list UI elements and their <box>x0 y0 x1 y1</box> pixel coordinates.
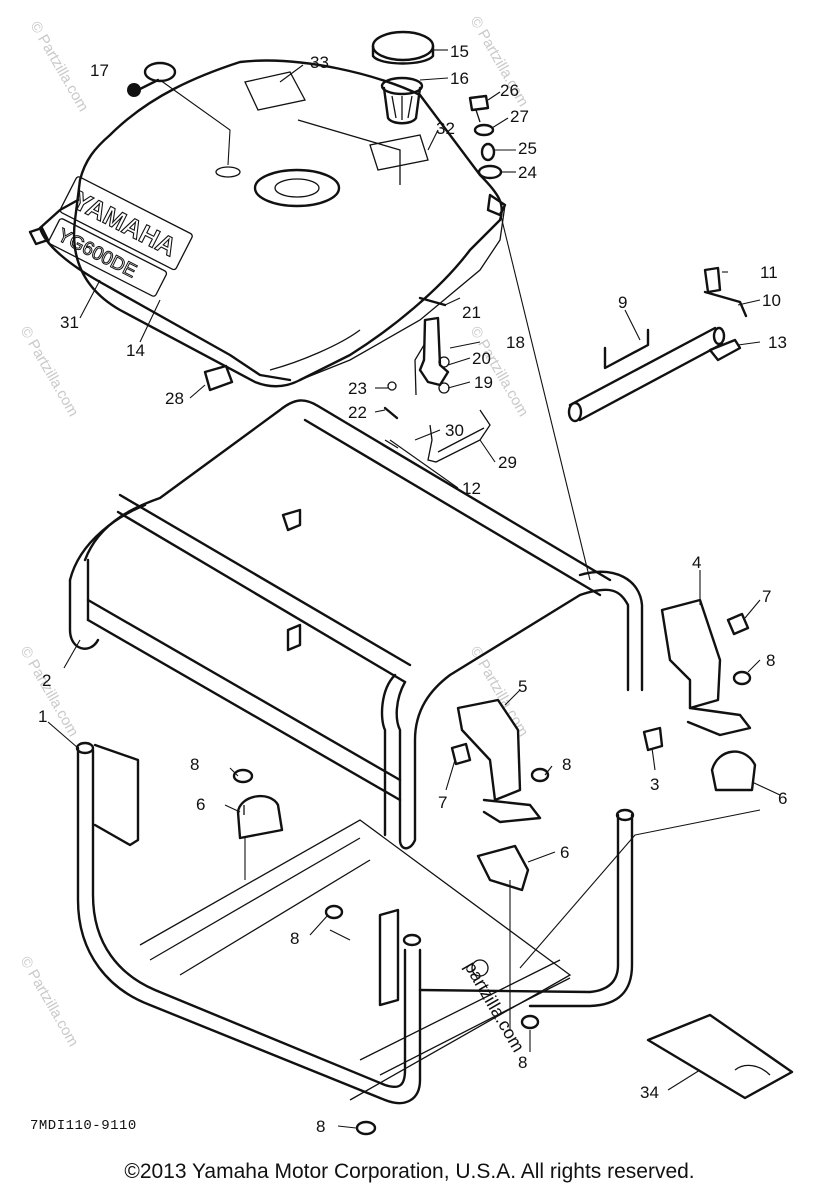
drawing-code: 7MDI110-9110 <box>30 1118 137 1134</box>
callout-7: 7 <box>762 587 771 606</box>
watermark: © Partzilla.com <box>17 954 82 1050</box>
fuel-strainer <box>380 76 424 125</box>
callout-9: 9 <box>618 293 627 312</box>
callout-32: 32 <box>436 119 455 138</box>
callout-2: 2 <box>42 671 51 690</box>
bolts <box>450 612 750 766</box>
engine-bracket-5 <box>456 698 542 824</box>
callout-8: 8 <box>766 651 775 670</box>
callout-28: 28 <box>165 389 184 408</box>
callout-20: 20 <box>472 349 491 368</box>
callout-11: 11 <box>760 263 778 282</box>
callout-8: 8 <box>316 1117 325 1136</box>
callout-5: 5 <box>518 677 527 696</box>
watermark: © Partzilla.com <box>17 324 82 420</box>
callout-8: 8 <box>562 755 571 774</box>
callout-4: 4 <box>692 553 701 572</box>
leader-lines <box>47 49 781 1129</box>
nuts <box>232 670 752 1136</box>
callout-30: 30 <box>445 421 464 440</box>
callout-19: 19 <box>474 373 493 392</box>
manual-pouch <box>646 1013 794 1100</box>
callout-6: 6 <box>778 789 787 808</box>
carrying-handle <box>567 266 748 423</box>
fasteners-top-right <box>468 94 503 180</box>
callout-25: 25 <box>518 139 537 158</box>
callout-29: 29 <box>498 453 517 472</box>
callout-6: 6 <box>196 795 205 814</box>
callout-24: 24 <box>518 163 537 182</box>
callout-26: 26 <box>500 81 519 100</box>
callout-22: 22 <box>348 403 367 422</box>
callout-numbers: 33 15 16 17 26 27 32 25 24 11 9 10 21 31… <box>38 42 787 1136</box>
engine-bracket-4 <box>660 598 752 737</box>
fuel-cap <box>371 30 435 65</box>
copyright-notice: ©2013 Yamaha Motor Corporation, U.S.A. A… <box>124 1160 695 1183</box>
callout-1: 1 <box>38 707 47 726</box>
callout-6: 6 <box>560 843 569 862</box>
callout-8: 8 <box>290 929 299 948</box>
callout-13: 13 <box>768 333 787 352</box>
watermark: © Partzilla.com <box>17 644 82 740</box>
callout-12: 12 <box>462 479 481 498</box>
callout-8: 8 <box>518 1053 527 1072</box>
callout-17: 17 <box>90 61 109 80</box>
frame <box>68 399 644 1105</box>
callout-14: 14 <box>126 341 145 360</box>
callout-8: 8 <box>190 755 199 774</box>
fuel-gauge <box>127 61 231 166</box>
watermark: © Partzilla.com <box>27 19 92 115</box>
rubber-mount <box>710 750 757 792</box>
grommet <box>203 364 234 392</box>
rubber-mount <box>476 844 530 892</box>
callout-16: 16 <box>450 69 469 88</box>
callout-31: 31 <box>60 313 79 332</box>
callout-27: 27 <box>510 107 529 126</box>
callout-3: 3 <box>650 775 659 794</box>
callout-10: 10 <box>762 291 781 310</box>
callout-34: 34 <box>640 1083 659 1102</box>
callout-15: 15 <box>450 42 469 61</box>
fuel-cock-assembly <box>383 296 491 463</box>
callout-23: 23 <box>348 379 367 398</box>
callout-21: 21 <box>462 303 481 322</box>
callout-33: 33 <box>310 53 329 72</box>
callout-7: 7 <box>438 793 447 812</box>
fuel-tank: YAMAHA YG600DE <box>28 59 507 388</box>
rubber-mount <box>236 794 284 840</box>
callout-18: 18 <box>506 333 525 352</box>
